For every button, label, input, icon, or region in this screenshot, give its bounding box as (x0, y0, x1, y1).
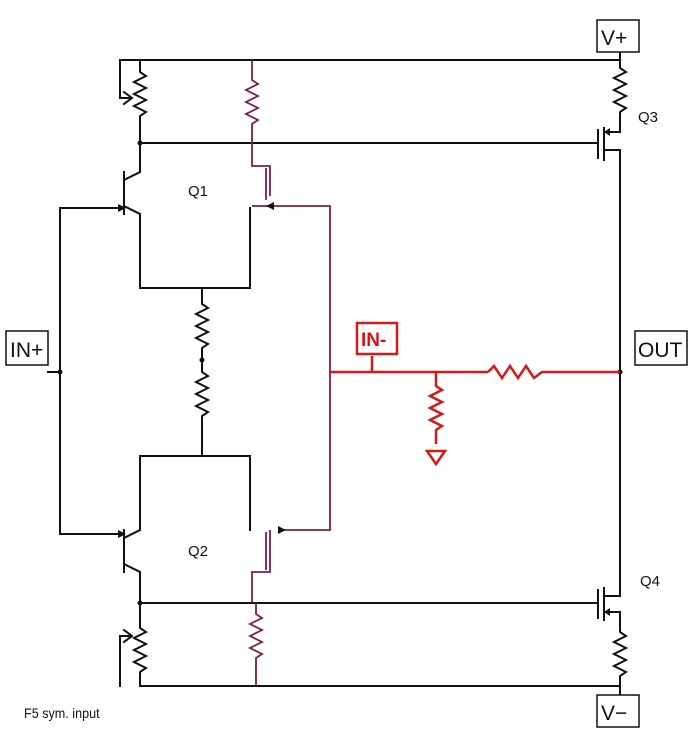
v-minus-label: V− (601, 702, 627, 725)
bottom-trimpot-arrow (122, 628, 134, 644)
diagram-caption: F5 sym. input (24, 705, 100, 721)
emitter-resistor-lower (193, 359, 211, 457)
v-plus-label: V+ (601, 27, 627, 50)
bottom-jfet (251, 530, 271, 603)
in-plus-bus (59, 207, 125, 535)
in-plus-box (5, 330, 49, 366)
jfet-gate-bus (270, 205, 331, 531)
q4-leads (603, 585, 621, 627)
q1-arrow (118, 204, 126, 212)
bottom-jfet-resistor (247, 603, 265, 686)
top-jfet-resistor (243, 60, 261, 143)
v-minus-box (596, 694, 640, 728)
junction-emitter (199, 357, 205, 363)
q1-label: Q1 (188, 183, 208, 200)
feedback-resistor (487, 363, 620, 381)
q3-label: Q3 (638, 109, 658, 126)
out-label: OUT (638, 339, 683, 362)
top-jfet (251, 143, 271, 207)
ground-resistor (427, 372, 445, 444)
q2-label: Q2 (188, 543, 208, 560)
in-minus-box (355, 321, 399, 356)
bottom-jfet-arrow (278, 526, 286, 534)
q1-emitter (122, 204, 142, 216)
q4-label: Q4 (640, 573, 660, 590)
top-trimpot-wiper (119, 59, 131, 99)
q3-leads (603, 115, 621, 171)
q3-drain-resistor (611, 59, 629, 117)
in-plus-label: IN+ (10, 339, 43, 362)
q1-collector (122, 170, 142, 182)
q2-arrow (118, 530, 126, 538)
q2-collector (122, 562, 142, 574)
top-jfet-arrow (266, 202, 274, 210)
junction-top-gate (137, 140, 143, 146)
ground-symbol (424, 449, 448, 467)
v-plus-box (596, 19, 640, 53)
junction-in-plus (57, 369, 63, 375)
q1-body (139, 207, 251, 289)
bottom-trimpot (131, 602, 149, 687)
q2-body (139, 455, 251, 531)
q4-source-resistor (611, 625, 629, 687)
q4-arrow (604, 608, 610, 616)
q3-arrow (604, 128, 610, 136)
bottom-trimpot-wiper (119, 635, 131, 687)
junction-bottom-gate (137, 600, 143, 606)
emitter-resistor-upper (193, 287, 211, 361)
top-trimpot (131, 59, 149, 144)
q2-emitter (122, 528, 142, 540)
top-trimpot-arrow (122, 90, 134, 106)
out-box (634, 330, 688, 366)
in-minus-label: IN- (361, 330, 386, 351)
